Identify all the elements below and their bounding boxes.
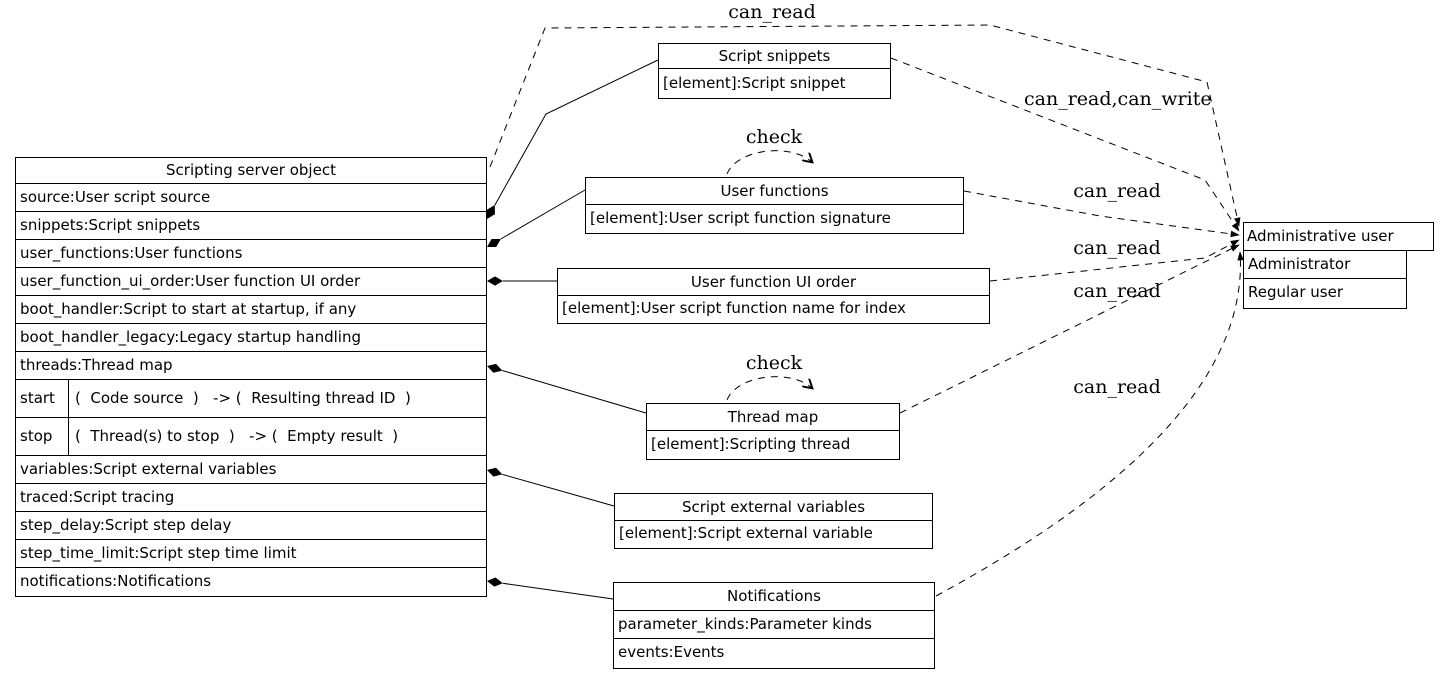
edge-label-can-read-nt: can_read	[1073, 376, 1161, 398]
diamond-user-functions	[486, 238, 501, 248]
ext-vars-title: Script external variables	[615, 494, 932, 521]
node-script-snippets: Script snippets [element]:Script snippet	[658, 43, 891, 99]
edge-label-check-uf: check	[745, 126, 803, 148]
node-scripting-server-object: Scripting server object source:User scri…	[15, 157, 487, 597]
edge-label-can-read-tm: can_read	[1073, 280, 1161, 302]
loop-check-thread-map	[726, 376, 812, 401]
admin-role-administrator: Administrator	[1244, 251, 1406, 279]
user-functions-element: [element]:User script function signature	[590, 209, 891, 227]
server-field-traced: traced:Script tracing	[16, 484, 486, 512]
server-field-source: source:User script source	[16, 184, 486, 212]
server-field-snippets: snippets:Script snippets	[16, 212, 486, 240]
server-method-stop: stop ( Thread(s) to stop ) -> ( Empty re…	[16, 418, 486, 456]
server-field-ui-order: user_function_ui_order:User function UI …	[16, 268, 486, 296]
server-title: Scripting server object	[16, 158, 486, 184]
permission-edges	[489, 24, 1244, 597]
aggregation-diamonds	[486, 205, 503, 587]
server-field-boot-handler: boot_handler:Script to start at startup,…	[16, 296, 486, 324]
server-field-step-delay: step_delay:Script step delay	[16, 512, 486, 540]
server-field-variables: variables:Script external variables	[16, 456, 486, 484]
server-method-start-name: start	[16, 380, 69, 417]
node-admin-user-roles: Administrator Regular user	[1243, 250, 1407, 309]
edge-label-can-read-ui: can_read	[1073, 237, 1161, 259]
node-admin-user-title: Administrative user	[1243, 222, 1434, 251]
server-field-threads: threads:Thread map	[16, 352, 486, 380]
ui-order-element: [element]:User script function name for …	[562, 299, 906, 317]
node-thread-map: Thread map [element]:Scripting thread	[646, 403, 900, 460]
notifications-title: Notifications	[614, 583, 934, 611]
edge-label-can-read-write: can_read,can_write	[1024, 88, 1212, 110]
edge-label-check-tm: check	[745, 352, 803, 374]
edge-thread-map	[502, 370, 647, 414]
ext-vars-element: [element]:Script external variable	[619, 524, 873, 542]
node-ext-vars: Script external variables [element]:Scri…	[614, 493, 933, 549]
thread-map-title: Thread map	[647, 404, 899, 431]
edge-label-can-read-top: can_read	[728, 1, 816, 23]
edge-ext-vars	[502, 473, 615, 507]
edge-can-read-notifications	[935, 251, 1244, 597]
server-method-stop-sig: ( Thread(s) to stop ) -> ( Empty result …	[75, 427, 399, 445]
node-ui-order: User function UI order [element]:User sc…	[557, 268, 990, 324]
user-functions-title: User functions	[586, 178, 963, 205]
check-loops	[726, 150, 812, 401]
server-method-start-sig: ( Code source ) -> ( Resulting thread ID…	[75, 389, 411, 407]
diamond-ext-vars	[487, 467, 503, 477]
server-method-stop-name: stop	[16, 418, 69, 455]
loop-check-user-functions	[726, 150, 812, 175]
server-field-notifications: notifications:Notifications	[20, 572, 212, 590]
script-snippets-title: Script snippets	[659, 44, 890, 69]
server-field-boot-handler-legacy: boot_handler_legacy:Legacy startup handl…	[16, 324, 486, 352]
edge-notifications	[502, 582, 614, 600]
edge-user-functions	[500, 189, 586, 240]
server-field-user-functions: user_functions:User functions	[16, 240, 486, 268]
thread-map-element: [element]:Scripting thread	[651, 435, 851, 453]
notifications-events: events:Events	[618, 643, 725, 661]
server-field-step-time-limit: step_time_limit:Script step time limit	[16, 540, 486, 568]
aggregation-edges	[494, 59, 659, 600]
diamond-notifications	[486, 577, 503, 587]
notifications-parameter-kinds: parameter_kinds:Parameter kinds	[614, 611, 934, 639]
edge-can-read-thread-map	[899, 244, 1240, 414]
script-snippets-element: [element]:Script snippet	[663, 74, 846, 92]
edge-label-can-read-uf: can_read	[1073, 180, 1161, 202]
ui-order-title: User function UI order	[558, 269, 989, 296]
node-user-functions: User functions [element]:User script fun…	[585, 177, 964, 234]
diamond-thread-map	[487, 363, 503, 373]
admin-role-regular-user: Regular user	[1248, 283, 1344, 301]
diamond-snippets	[486, 205, 495, 219]
diamond-ui-order	[487, 276, 503, 286]
edge-can-read-write-snippets	[890, 57, 1240, 232]
node-notifications: Notifications parameter_kinds:Parameter …	[613, 582, 935, 669]
edge-snippets	[494, 59, 659, 206]
server-method-start: start ( Code source ) -> ( Resulting thr…	[16, 380, 486, 418]
